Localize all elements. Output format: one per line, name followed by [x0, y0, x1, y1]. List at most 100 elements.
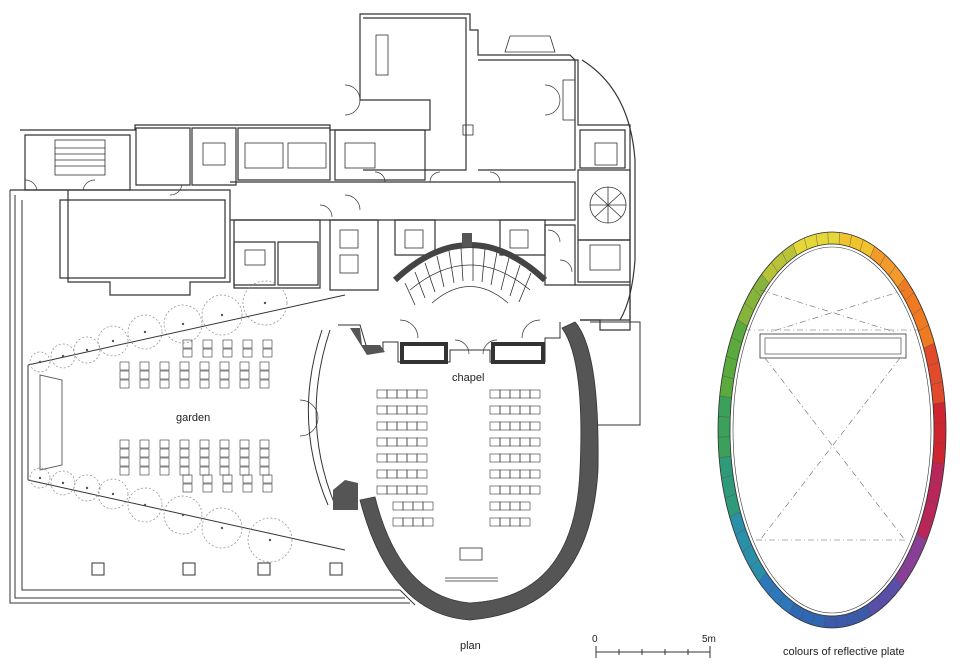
garden-seat — [259, 370, 270, 380]
garden-seat — [202, 483, 213, 493]
chapel-pew-seat — [519, 517, 531, 527]
garden-seat — [219, 370, 230, 380]
garden-seat — [159, 439, 170, 449]
chapel-pew-seat — [529, 469, 541, 479]
chapel-pew-seat — [519, 421, 531, 431]
curved-staircase — [392, 233, 548, 306]
chapel-pew-seat — [529, 437, 541, 447]
chapel-pew-seat — [499, 405, 511, 415]
chapel-pew-seat — [519, 437, 531, 447]
tree-trunk — [220, 526, 224, 530]
tree-trunk — [263, 301, 267, 305]
garden-seat — [219, 448, 230, 458]
chapel-pew-seat — [489, 517, 501, 527]
plate-segment — [835, 614, 849, 629]
garden-trees — [29, 280, 293, 563]
garden-seat — [202, 348, 213, 358]
chapel-pew-seat — [489, 437, 501, 447]
garden-seat — [119, 439, 130, 449]
tree-trunk — [61, 481, 65, 485]
reflective-plate-caption: colours of reflective plate — [783, 646, 905, 658]
plate-segment — [721, 475, 737, 499]
scale-bar — [595, 646, 711, 658]
chapel-pew-seat — [376, 437, 388, 447]
garden-seat — [179, 457, 190, 467]
garden-seat — [182, 348, 193, 358]
chapel-pew-seat — [416, 405, 428, 415]
garden-seat — [219, 361, 230, 371]
chapel-pew-seat — [416, 437, 428, 447]
garden-seat — [239, 448, 250, 458]
chapel-pew-seat — [499, 453, 511, 463]
garden-seat — [159, 466, 170, 476]
chapel-pew-seat — [509, 501, 521, 511]
tree-trunk — [111, 492, 115, 496]
garden-seat — [239, 439, 250, 449]
tree-trunk — [181, 322, 185, 326]
chapel-pew-seat — [396, 469, 408, 479]
plate-segment — [933, 422, 947, 444]
garden-seat — [259, 379, 270, 389]
chapel-pew-seat — [489, 453, 501, 463]
fixtures — [54, 34, 627, 274]
chapel-pew-seat — [376, 421, 388, 431]
reflective-plate-diagram — [717, 231, 947, 629]
garden-seat — [182, 474, 193, 484]
garden-seat — [239, 370, 250, 380]
plate-segment — [815, 231, 829, 246]
plate-segment — [827, 231, 840, 245]
door-swings — [24, 84, 573, 437]
chapel-pew-seat — [519, 453, 531, 463]
chapel-pew-seat — [509, 517, 521, 527]
garden-seat — [179, 370, 190, 380]
chapel-pew-seat — [519, 501, 531, 511]
chapel-walls — [307, 321, 599, 621]
chapel-pew-seat — [489, 501, 501, 511]
garden-seat — [262, 474, 273, 484]
chapel-pew-seat — [529, 389, 541, 399]
chapel-pew-seat — [519, 389, 531, 399]
chapel-pew-seat — [386, 469, 398, 479]
garden-seat — [242, 348, 253, 358]
garden-seat — [199, 370, 210, 380]
chapel-pew-seat — [509, 453, 521, 463]
chapel-pew-seat — [396, 453, 408, 463]
garden-seat — [159, 361, 170, 371]
garden-seat — [119, 448, 130, 458]
garden-seat — [242, 339, 253, 349]
garden-seat — [119, 466, 130, 476]
tree-canopy — [163, 495, 203, 535]
chapel-pew-seat — [499, 517, 511, 527]
garden-seat — [219, 379, 230, 389]
garden-seat — [262, 339, 273, 349]
chapel-pew-seat — [386, 453, 398, 463]
chapel-pew-seat — [376, 469, 388, 479]
tree-trunk — [111, 339, 115, 343]
chapel-pew-seat — [499, 421, 511, 431]
garden-seat — [242, 474, 253, 484]
chapel-pew-seat — [519, 485, 531, 495]
chapel-pew-seat — [489, 405, 501, 415]
chapel-pew-seat — [406, 453, 418, 463]
chapel-pew-seat — [376, 453, 388, 463]
tree-canopy — [247, 517, 293, 563]
chapel-pew-seat — [529, 453, 541, 463]
chapel-pew-seat — [386, 389, 398, 399]
garden-seat — [199, 466, 210, 476]
garden-seat — [242, 483, 253, 493]
tree-trunk — [85, 348, 89, 352]
chapel-pew-seat — [416, 453, 428, 463]
chapel-pew-seat — [499, 469, 511, 479]
chapel-pew-seat — [499, 501, 511, 511]
garden-seat — [239, 466, 250, 476]
tree-trunk — [85, 486, 89, 490]
garden-seat — [139, 466, 150, 476]
garden-seat — [259, 361, 270, 371]
garden-seat — [199, 379, 210, 389]
chapel-pew-seat — [412, 517, 424, 527]
garden-seat — [179, 466, 190, 476]
garden-seat — [219, 457, 230, 467]
chapel-pew-seat — [386, 485, 398, 495]
chapel-seating — [376, 389, 541, 527]
